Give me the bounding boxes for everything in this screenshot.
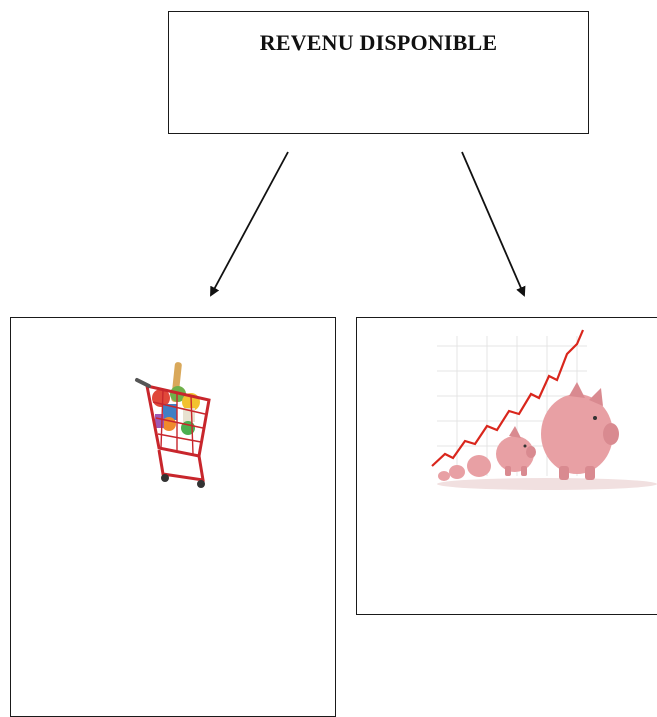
consumption-box <box>10 317 336 717</box>
shopping-cart-icon <box>135 362 211 488</box>
box-title: REVENU DISPONIBLE <box>259 30 498 55</box>
piggy-bank-savings-growth-icon <box>431 329 657 490</box>
revenu-disponible-box: REVENU DISPONIBLE <box>168 11 589 134</box>
savings-box <box>356 317 657 615</box>
arrow-to-savings <box>461 151 526 297</box>
arrow-to-consumption <box>210 151 289 297</box>
